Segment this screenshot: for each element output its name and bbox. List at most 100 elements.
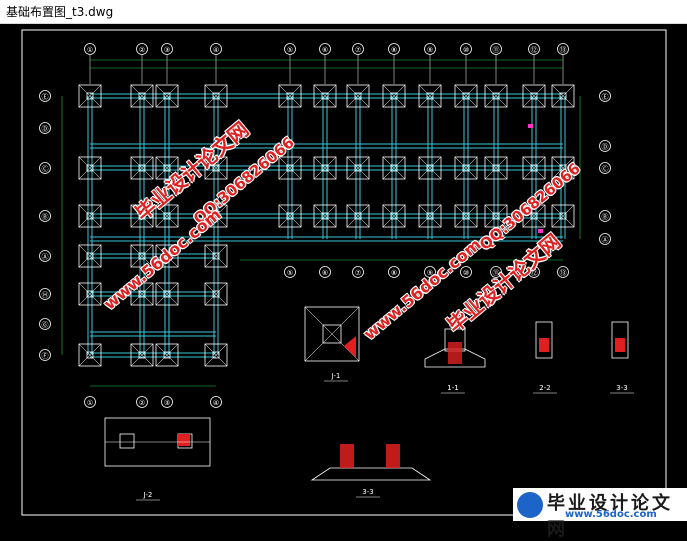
column [390,92,398,100]
globe-icon [517,492,543,518]
footing-diagonal [418,204,442,228]
footing-diagonal [522,84,546,108]
axis-bubble-top-label: ⑤ [287,46,293,54]
axis-bubble-right [599,233,611,245]
footing [155,343,179,367]
column [354,212,362,220]
footing [551,156,575,180]
column [530,212,538,220]
footing [204,204,228,228]
column [426,212,434,220]
column [492,212,500,220]
footing-diagonal [346,84,370,108]
footing [418,84,442,108]
footing-diagonal [382,84,406,108]
footing-diagonal [278,156,302,180]
axis-bubble-top [136,43,148,55]
axis-bubble-left [39,288,51,300]
column [286,212,294,220]
axis-bubble-top [352,43,364,55]
footing-diagonal [454,204,478,228]
axis-bubble-top-label: ⑬ [560,46,567,54]
axis-bubble-bottom [284,266,296,278]
column [354,164,362,172]
footing-diagonal [454,84,478,108]
axis-bubble-left-label: Ⓔ [42,93,49,101]
footing [204,84,228,108]
column [138,92,146,100]
axis-bubble-top-label: ② [139,46,145,54]
footing [551,84,575,108]
axis-bubble-right-label: Ⓑ [602,213,609,221]
column [212,252,220,260]
footing-diagonal [346,156,370,180]
footing [78,204,102,228]
footing-diagonal [155,244,179,268]
axis-bubble-right [599,90,611,102]
axis-bubble-left-label: Ⓗ [42,291,49,299]
footing [522,156,546,180]
footing-diagonal [155,204,179,228]
axis-bubble-bottom-left-label: ③ [164,399,170,407]
axis-bubble-bottom-left-label: ② [139,399,145,407]
axis-bubble-left-label: Ⓖ [42,321,49,329]
column [163,164,171,172]
axis-bubble-top [490,43,502,55]
section-1-1-footing [424,348,486,368]
footing-diagonal [278,204,302,228]
footing-diagonal [78,282,102,306]
footing-diagonal [130,84,154,108]
column [530,164,538,172]
column [212,164,220,172]
detail-title: J-1 [331,372,341,380]
axis-bubble-top [210,43,222,55]
footing [418,204,442,228]
footing-diagonal [551,156,575,180]
column [163,252,171,260]
plan-layer [78,84,575,367]
footing-diagonal [522,204,546,228]
site-logo: 毕业设计论文网 www.56doc.com [513,488,687,540]
axis-bubble-left [39,90,51,102]
column [163,212,171,220]
section-3-3-footing [310,467,432,481]
column [492,164,500,172]
column [212,351,220,359]
footing [484,156,508,180]
axis-bubble-bottom-label: ⑫ [531,269,538,277]
axis-bubble-left [39,162,51,174]
axis-bubble-right [599,162,611,174]
footing [454,156,478,180]
detail-j2-hatch [178,434,190,446]
axis-bubble-top [388,43,400,55]
axis-bubble-left [39,250,51,262]
axis-bubble-right-label: Ⓓ [602,143,609,151]
column [138,212,146,220]
axis-bubble-left-label: Ⓑ [42,213,49,221]
column [86,351,94,359]
column [212,290,220,298]
axis-bubble-right [599,140,611,152]
footing [78,156,102,180]
column [462,164,470,172]
footing [522,84,546,108]
footing [522,204,546,228]
axis-bubble-bottom [319,266,331,278]
footing [130,204,154,228]
axis-bubble-top [319,43,331,55]
footing-diagonal [418,84,442,108]
axis-bubble-right-label: Ⓐ [602,236,609,244]
footing [346,84,370,108]
axis-bubble-bottom [424,266,436,278]
axis-bubble-right-label: Ⓒ [602,165,609,173]
footing [130,282,154,306]
axis-bubble-top-label: ④ [213,46,219,54]
section-2-2-hatch [539,338,549,352]
column [86,290,94,298]
footing-diagonal [130,156,154,180]
axis-bubble-top-label: ⑫ [531,46,538,54]
footing-diagonal [78,204,102,228]
footing-diagonal [204,84,228,108]
